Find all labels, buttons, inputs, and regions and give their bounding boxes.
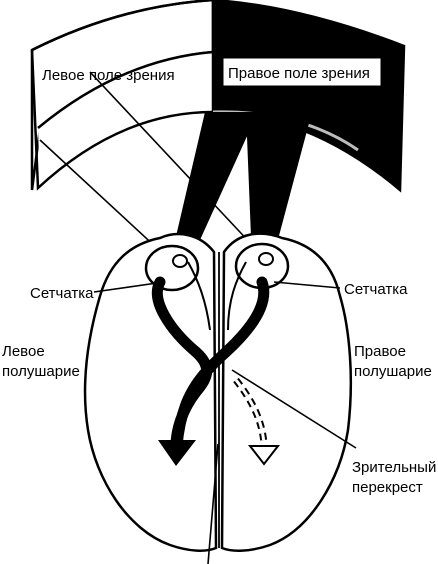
optic-pathways (151, 261, 281, 466)
chiasm-label-line2: перекрест (352, 479, 423, 496)
right-eye-light-cone (246, 112, 312, 262)
fovea-arc-left (37, 50, 214, 129)
right-visual-tract (171, 276, 270, 452)
light-cones (170, 112, 312, 262)
left-hemisphere-label-line1: Левое (2, 343, 45, 360)
right-visual-field-label: Правое поле зрения (228, 65, 370, 82)
left-tract-arrowhead (158, 440, 196, 466)
right-hemisphere-label-line1: Правое (354, 343, 406, 360)
chiasm-leader (231, 369, 357, 449)
retina-left-leader (93, 281, 165, 293)
retina-right-label: Сетчатка (344, 281, 408, 298)
retina-left-label: Сетчатка (30, 285, 94, 302)
projection-line-right-eye (89, 71, 269, 263)
left-hemisphere (83, 232, 218, 552)
right-hemisphere-label-line2: полушарие (354, 363, 432, 380)
left-hemisphere-label-line2: полушарие (2, 363, 80, 380)
left-field-frame (30, 49, 214, 191)
brain (83, 232, 353, 552)
right-optic-tube (227, 261, 247, 331)
bottom-leader (207, 443, 219, 564)
left-visual-field-label: Левое поле зрения (42, 67, 175, 84)
left-optic-tube (187, 261, 211, 331)
visual-field-fan (30, 0, 406, 193)
retina-right-leader (273, 281, 341, 289)
chiasm-label-line1: Зрительный (352, 459, 436, 476)
right-eye (234, 242, 290, 290)
left-eye-light-cone (170, 112, 258, 262)
right-visual-field (211, 0, 406, 193)
right-visual-field-label-box (222, 57, 382, 87)
left-field-top-arc (31, 0, 214, 52)
right-tract-arrowhead (247, 445, 281, 466)
right-hemisphere-dashed-tract-inner (234, 379, 266, 445)
